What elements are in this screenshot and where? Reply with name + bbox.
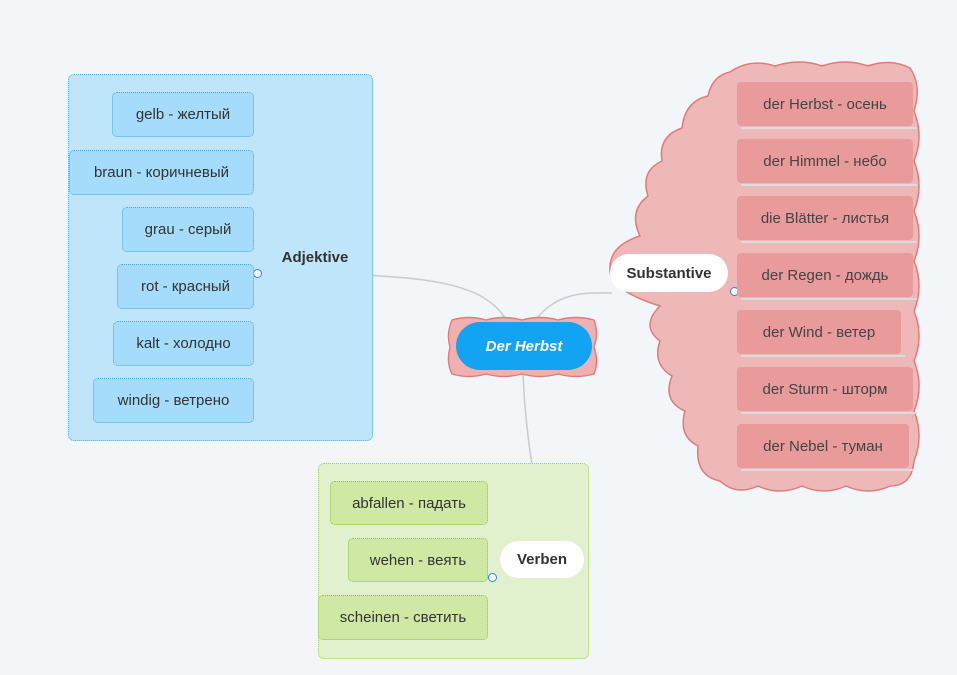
substantive-item-himmel[interactable]: der Himmel - небо (737, 139, 917, 186)
substantive-item-regen[interactable]: der Regen - дождь (737, 253, 917, 300)
substantive-item-blaetter[interactable]: die Blätter - листья (737, 196, 917, 243)
topic-label: der Herbst - осень (763, 95, 887, 113)
topic-label: die Blätter - листья (760, 209, 890, 227)
adjektive-item-kalt[interactable]: kalt - холодно (113, 321, 254, 366)
adjektive-item-braun[interactable]: braun - коричневый (69, 150, 254, 195)
topic-label: braun - коричневый (93, 164, 230, 181)
branch-adjektive[interactable]: Adjektive (272, 244, 358, 270)
central-topic[interactable]: Der Herbst (456, 322, 592, 370)
topic-label: scheinen - светить (339, 609, 467, 626)
substantive-item-wind[interactable]: der Wind - ветер (737, 310, 905, 357)
verben-item-wehen[interactable]: wehen - веять (348, 538, 488, 582)
verben-collapse-toggle[interactable] (488, 573, 497, 582)
topic-label: kalt - холодно (136, 335, 231, 352)
topic-label: wehen - веять (369, 551, 467, 569)
topic-label: grau - серый (144, 221, 232, 238)
substantive-item-sturm[interactable]: der Sturm - шторм (737, 367, 917, 414)
adjektive-item-windig[interactable]: windig - ветрено (93, 378, 254, 423)
adjektive-item-grau[interactable]: grau - серый (122, 207, 254, 252)
topic-label: der Sturm - шторм (762, 380, 888, 398)
topic-label: der Nebel - туман (763, 437, 883, 455)
topic-label: rot - красный (140, 278, 231, 295)
branch-verben[interactable]: Verben (500, 541, 584, 578)
verben-item-scheinen[interactable]: scheinen - светить (318, 595, 488, 640)
topic-label: gelb - желтый (135, 106, 231, 123)
verben-item-abfallen[interactable]: abfallen - падать (330, 481, 488, 525)
branch-substantive-label: Substantive (626, 264, 712, 282)
topic-label: der Wind - ветер (762, 323, 876, 341)
branch-substantive[interactable]: Substantive (610, 254, 728, 292)
adjektive-item-rot[interactable]: rot - красный (117, 264, 254, 309)
central-topic-label: Der Herbst (485, 337, 563, 355)
substantive-item-nebel[interactable]: der Nebel - туман (737, 424, 913, 471)
substantive-item-herbst[interactable]: der Herbst - осень (737, 82, 917, 129)
adjektive-item-gelb[interactable]: gelb - желтый (112, 92, 254, 137)
branch-verben-label: Verben (516, 551, 568, 568)
topic-label: der Regen - дождь (761, 266, 889, 284)
branch-adjektive-label: Adjektive (281, 248, 349, 266)
topic-label: der Himmel - небо (763, 152, 887, 170)
adjektive-collapse-toggle[interactable] (253, 269, 262, 278)
link-central-substantive (536, 292, 613, 319)
topic-label: abfallen - падать (352, 494, 466, 512)
topic-label: windig - ветрено (117, 392, 230, 409)
